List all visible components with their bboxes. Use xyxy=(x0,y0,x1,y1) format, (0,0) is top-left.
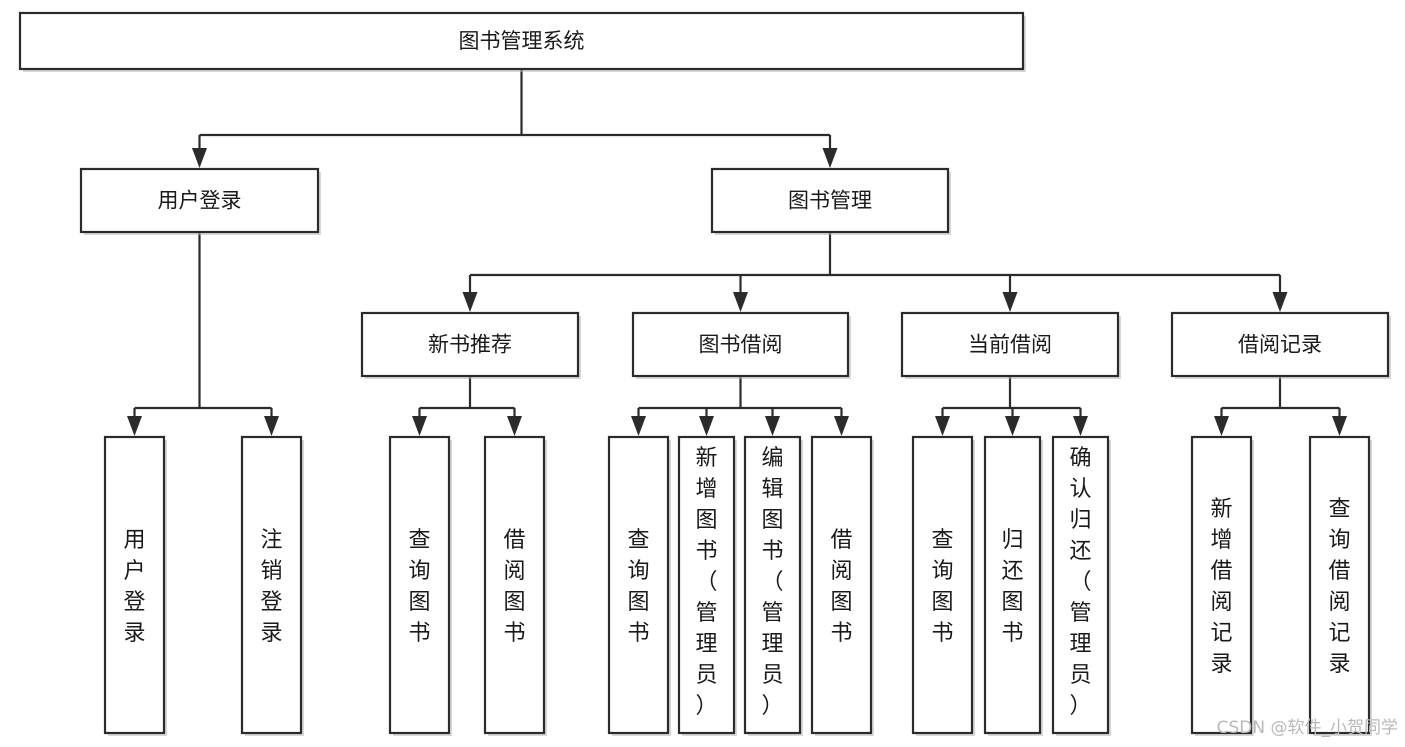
node-label: 用户登录 xyxy=(123,528,145,646)
edge-group-n-hist xyxy=(1214,376,1347,436)
node-label: 图书管理 xyxy=(788,189,872,213)
node-l5[interactable]: 查询图书 xyxy=(607,435,671,736)
node-l6[interactable]: 新增图书（管理员） xyxy=(677,435,737,736)
node-label: 新书推荐 xyxy=(428,333,512,357)
edge-group-n-curr xyxy=(935,376,1088,436)
edge-group-n-bookmg xyxy=(462,232,1288,312)
node-label: 编辑图书（管理员） xyxy=(761,446,783,719)
node-label: 归还图书 xyxy=(1001,528,1023,646)
node-label: 注销登录 xyxy=(260,528,282,646)
edge-group-root xyxy=(192,69,838,168)
node-l12[interactable]: 新增借阅记录 xyxy=(1190,435,1254,736)
node-l3[interactable]: 查询图书 xyxy=(388,435,452,736)
node-layer: 图书管理系统用户登录图书管理新书推荐图书借阅当前借阅借阅记录用户登录注销登录查询… xyxy=(18,11,1391,736)
node-label: 借阅记录 xyxy=(1238,333,1322,357)
node-label: 当前借阅 xyxy=(968,333,1052,357)
node-l2[interactable]: 注销登录 xyxy=(240,435,304,736)
node-label: 借阅图书 xyxy=(830,528,852,646)
node-n-hist[interactable]: 借阅记录 xyxy=(1170,311,1391,379)
node-label: 图书借阅 xyxy=(699,333,783,357)
node-label: 借阅图书 xyxy=(503,528,525,646)
node-label: 查询借阅记录 xyxy=(1328,497,1350,677)
node-label: 图书管理系统 xyxy=(459,29,585,53)
node-l4[interactable]: 借阅图书 xyxy=(483,435,547,736)
node-label: 用户登录 xyxy=(158,189,242,213)
node-label: 查询图书 xyxy=(931,528,953,646)
node-n-bookmg[interactable]: 图书管理 xyxy=(710,167,951,235)
node-label: 确认归还（管理员） xyxy=(1069,446,1091,719)
node-label: 查询图书 xyxy=(627,528,649,646)
watermark-label: CSDN @软件_小贺同学 xyxy=(1217,718,1398,738)
node-l8[interactable]: 借阅图书 xyxy=(810,435,874,736)
node-n-curr[interactable]: 当前借阅 xyxy=(900,311,1121,379)
node-label: 新增图书（管理员） xyxy=(695,446,717,719)
node-label: 新增借阅记录 xyxy=(1210,497,1232,677)
node-l7[interactable]: 编辑图书（管理员） xyxy=(743,435,803,736)
node-l11[interactable]: 确认归还（管理员） xyxy=(1051,435,1111,736)
node-l1[interactable]: 用户登录 xyxy=(103,435,167,736)
node-n-borrow[interactable]: 图书借阅 xyxy=(631,311,851,379)
node-n-newrec[interactable]: 新书推荐 xyxy=(360,311,581,379)
node-l13[interactable]: 查询借阅记录 xyxy=(1308,435,1372,736)
node-label: 查询图书 xyxy=(408,528,430,646)
node-l9[interactable]: 查询图书 xyxy=(911,435,975,736)
edge-group-n-login xyxy=(127,232,279,436)
edge-group-n-newrec xyxy=(412,376,522,436)
edge-group-n-borrow xyxy=(631,376,849,436)
node-l10[interactable]: 归还图书 xyxy=(983,435,1043,736)
edge-layer xyxy=(127,69,1347,436)
node-root[interactable]: 图书管理系统 xyxy=(18,11,1026,72)
node-n-login[interactable]: 用户登录 xyxy=(79,167,321,235)
